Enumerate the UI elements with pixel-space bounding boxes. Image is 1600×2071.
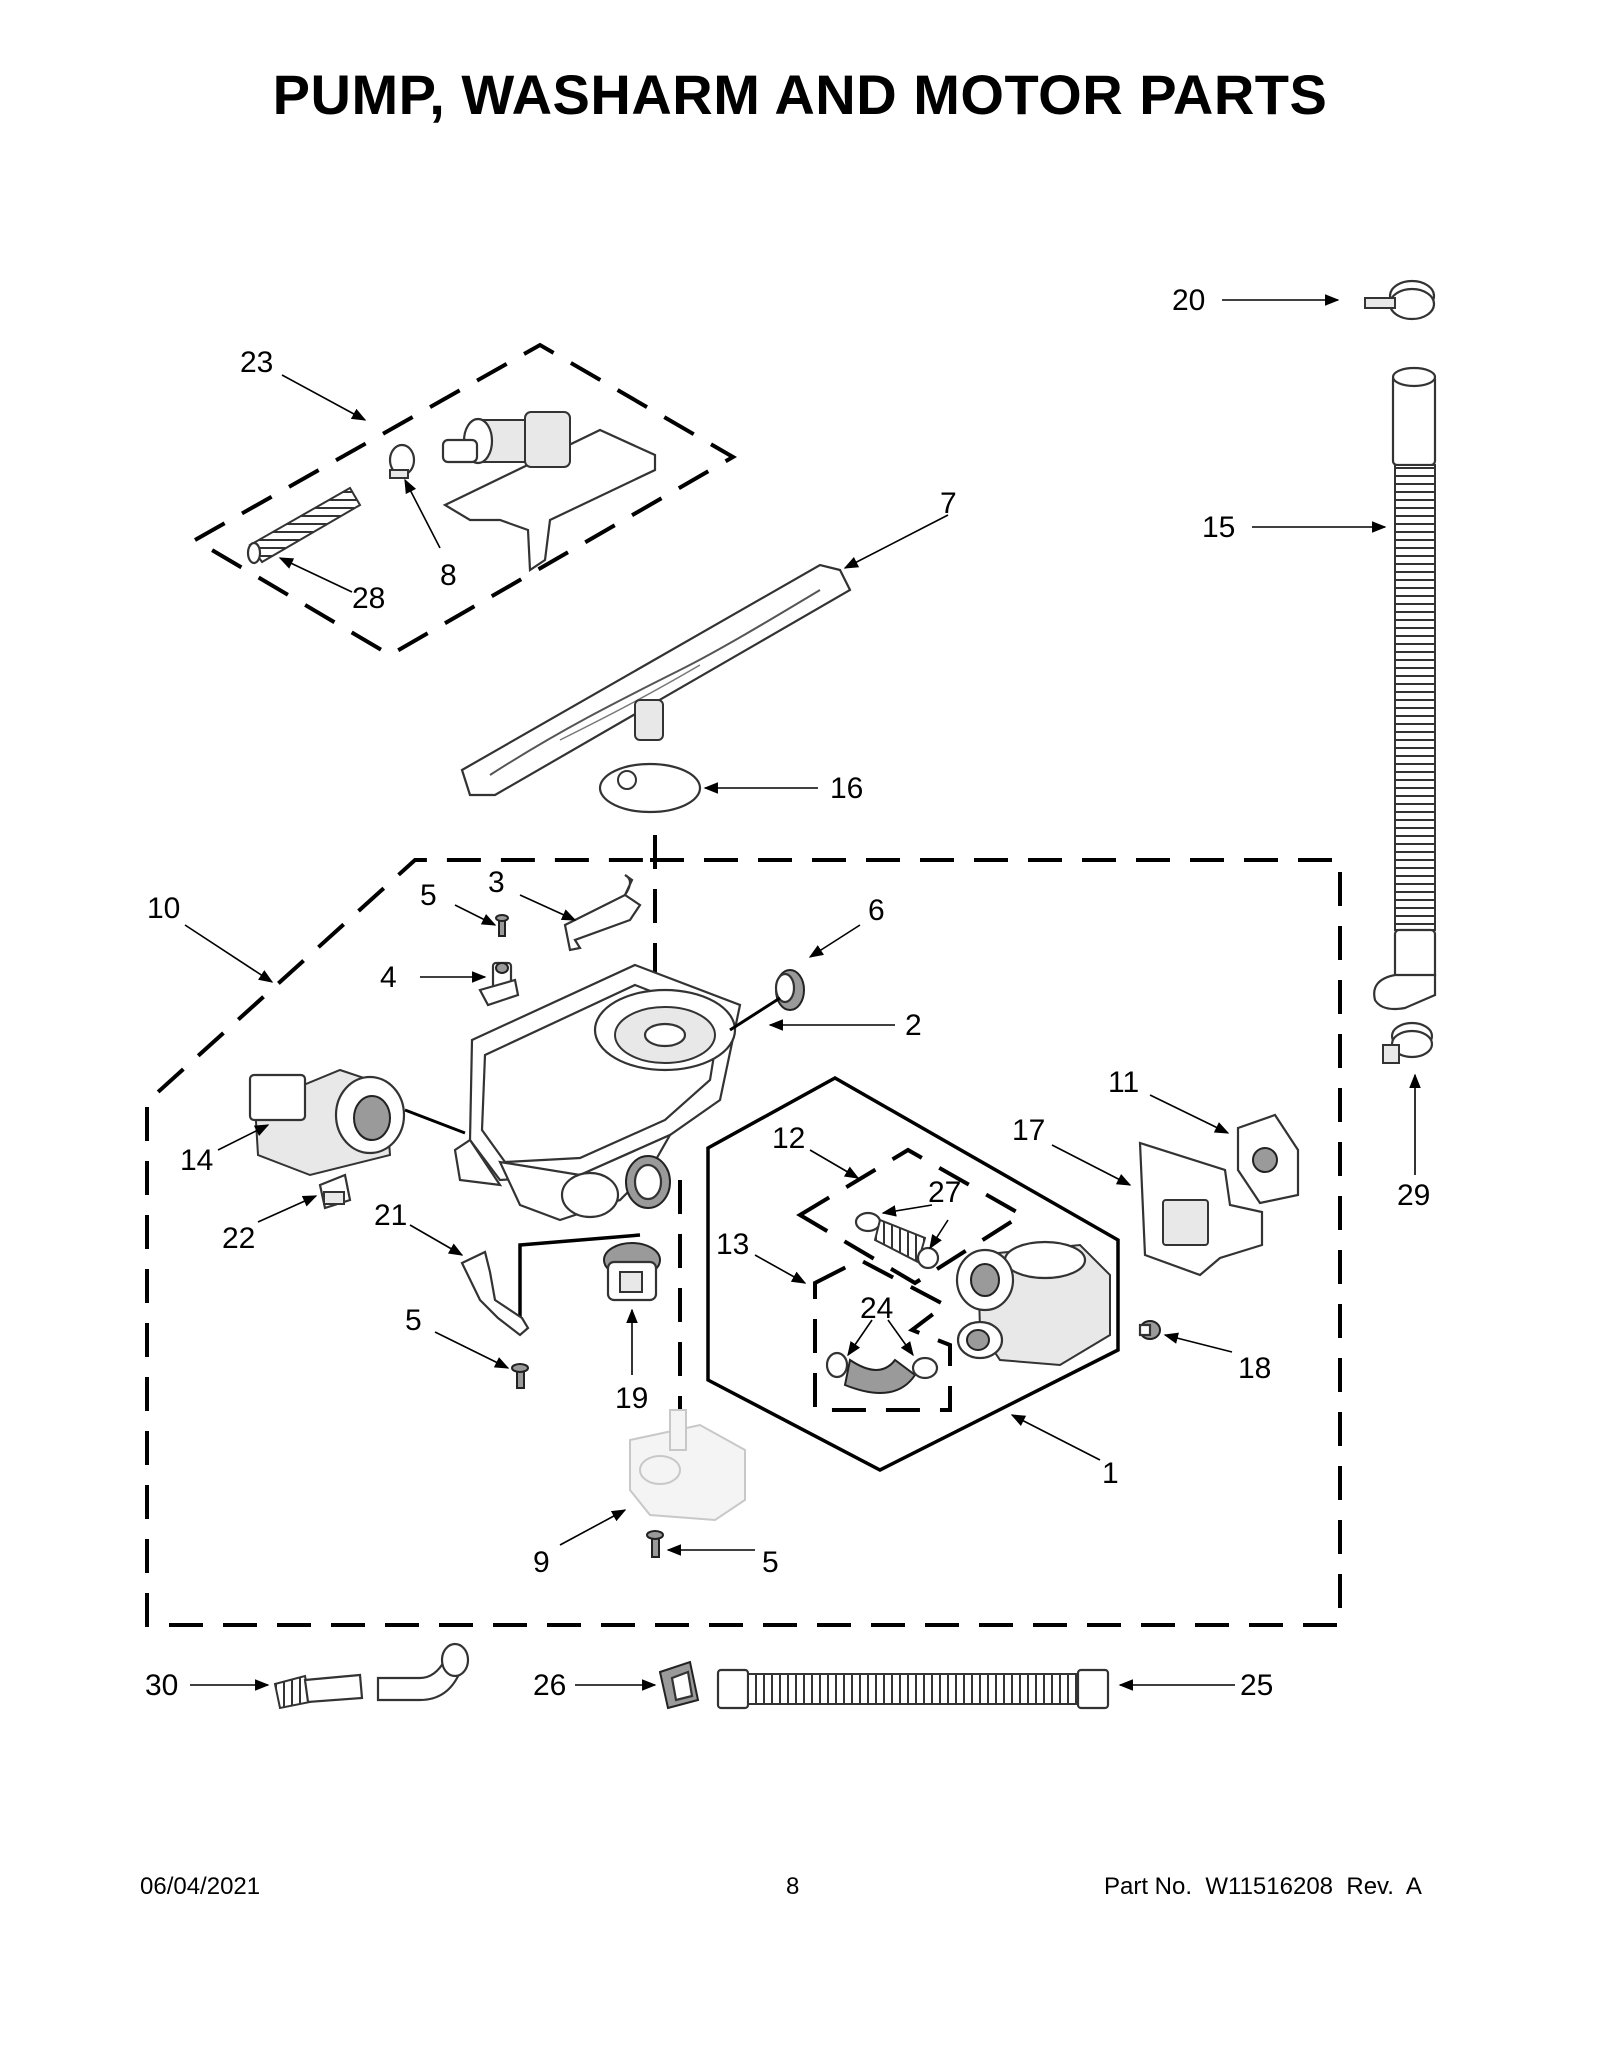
- callout-12: 12: [772, 1122, 805, 1155]
- filter-disc-part: [598, 762, 702, 814]
- callout-30: 30: [145, 1669, 178, 1702]
- screw-part-top: [495, 914, 509, 937]
- leader-14: [217, 1124, 270, 1151]
- screw-part-right: [1138, 1320, 1161, 1340]
- inlet-hose-part: [273, 1642, 470, 1710]
- leader-7: [843, 514, 949, 569]
- page-title: PUMP, WASHARM AND MOTOR PARTS: [272, 63, 1328, 126]
- leader-27b: [929, 1219, 949, 1250]
- sensor-part: [478, 961, 520, 1007]
- grommet-part: [729, 969, 805, 1032]
- callout-25: 25: [1240, 1669, 1273, 1702]
- callout-19: 19: [615, 1382, 648, 1415]
- callout-23: 23: [240, 346, 273, 379]
- filter-grille-part: [1236, 1113, 1300, 1205]
- drain-hose-part: [1373, 366, 1437, 1011]
- drain-clip-part: [658, 1660, 700, 1710]
- callout-21: 21: [374, 1199, 407, 1232]
- leader-9: [559, 1509, 627, 1546]
- callout-16: 16: [830, 772, 863, 805]
- leader-24a: [847, 1319, 873, 1357]
- callout-28: 28: [352, 582, 385, 615]
- lower-washarm-part: [460, 563, 852, 797]
- assembly-box-23: [191, 342, 737, 658]
- footer-date: 06/04/2021: [140, 1873, 261, 1900]
- circulation-pump-part: [955, 1240, 1111, 1367]
- callout-24: 24: [860, 1292, 893, 1325]
- drain-pump-motor-part: [248, 1068, 466, 1177]
- sump-housing-part: [453, 963, 742, 1222]
- wire-path: [518, 1233, 641, 1325]
- callout-9: 9: [533, 1546, 550, 1579]
- leader-12: [809, 1149, 860, 1179]
- callout-22: 22: [222, 1222, 255, 1255]
- leader-21: [409, 1224, 464, 1256]
- leader-11: [1149, 1094, 1230, 1134]
- callout-6: 6: [868, 894, 885, 927]
- leader-27a: [881, 1204, 933, 1217]
- wire-bracket-part: [460, 1250, 530, 1337]
- heat-shield-part: [1138, 1141, 1264, 1277]
- hose-clamp-part: [388, 443, 416, 479]
- leader-23: [281, 374, 367, 421]
- leader-8: [404, 478, 441, 549]
- callout-2: 2: [905, 1009, 922, 1042]
- bracket-part: [563, 874, 642, 952]
- callout-10: 10: [147, 892, 180, 925]
- leader-1: [1010, 1414, 1101, 1461]
- callout-14: 14: [180, 1144, 213, 1177]
- callout-7: 7: [940, 487, 957, 520]
- top-clamp-part: [1364, 279, 1436, 321]
- assembly-box-12: [796, 1147, 1026, 1286]
- footer-part-number: Part No. W11516208 Rev. A: [1104, 1873, 1422, 1900]
- callout-5-top: 5: [420, 879, 437, 912]
- leader-22: [257, 1195, 318, 1223]
- clip-part: [318, 1173, 352, 1210]
- callout-18: 18: [1238, 1352, 1271, 1385]
- pressure-sensor-part: [603, 1242, 661, 1302]
- leader-10: [184, 924, 274, 983]
- leader-13: [754, 1254, 807, 1284]
- heater-housing-part: [629, 1409, 746, 1522]
- footer-page-number: 8: [786, 1873, 800, 1900]
- hose-clamp-lower-part: [1382, 1021, 1434, 1064]
- screw-part-left: [511, 1363, 529, 1389]
- callout-13: 13: [716, 1228, 749, 1261]
- corrugated-hose-part: [716, 1668, 1110, 1710]
- leader-28: [278, 557, 353, 593]
- diverter-motor-part: [441, 411, 657, 572]
- callout-27: 27: [928, 1176, 961, 1209]
- assembly-box-10: [145, 858, 1342, 1627]
- callout-3: 3: [488, 866, 505, 899]
- pump-hose-24-part: [825, 1351, 939, 1394]
- leader-3: [519, 894, 577, 921]
- callout-11: 11: [1108, 1066, 1139, 1099]
- screw-part-bottom: [646, 1530, 664, 1558]
- callout-5-bottom: 5: [762, 1546, 779, 1579]
- leader-18: [1163, 1332, 1233, 1353]
- callout-15: 15: [1202, 511, 1235, 544]
- leader-17: [1051, 1144, 1132, 1186]
- assembly-box-1: [706, 1075, 1120, 1472]
- leader-5b: [434, 1331, 510, 1369]
- callout-26: 26: [533, 1669, 566, 1702]
- pump-hose-27-part: [854, 1211, 940, 1270]
- callout-17: 17: [1012, 1114, 1045, 1147]
- callout-4: 4: [380, 961, 397, 994]
- diverter-hose-part: [246, 486, 362, 565]
- leader-6: [808, 924, 861, 958]
- assembly-box-13: [813, 1257, 952, 1412]
- callout-5-left: 5: [405, 1304, 422, 1337]
- callout-20: 20: [1172, 284, 1205, 317]
- callout-29: 29: [1397, 1179, 1430, 1212]
- leader-5a: [454, 904, 497, 926]
- callout-8: 8: [440, 559, 457, 592]
- callout-1: 1: [1102, 1457, 1119, 1490]
- leader-24b: [887, 1319, 914, 1357]
